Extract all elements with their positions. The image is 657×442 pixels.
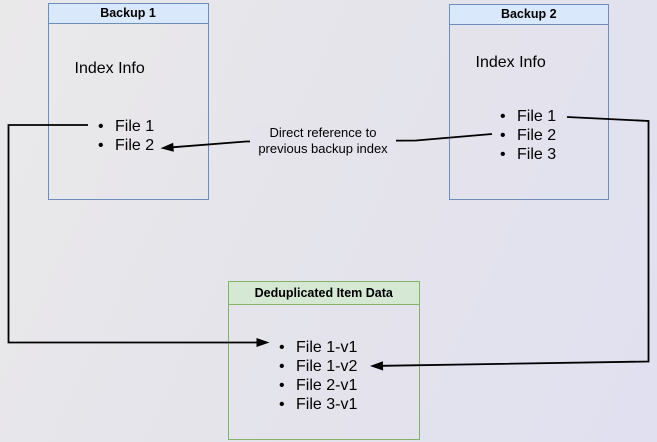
backup1-index-info-label: Index Info: [74, 59, 145, 77]
file-item: File 3: [500, 145, 556, 164]
backup1-header: Backup 1: [48, 3, 208, 24]
edge-label-line2: previous backup index: [258, 141, 388, 156]
edge-label-line1: Direct reference to: [269, 125, 377, 140]
deduplicated-item-data-box: Deduplicated Item Data File 1-v1 File 1-…: [228, 280, 420, 440]
file-item: File 3-v1: [279, 395, 357, 414]
file-item: File 1: [98, 117, 154, 136]
file-item: File 2-v1: [279, 376, 357, 395]
backup1-box: Backup 1 Index Info File 1 File 2: [47, 2, 209, 200]
file-item: File 1-v1: [279, 338, 357, 357]
backup2-index-info-label: Index Info: [475, 53, 546, 71]
backup2-file-list: File 1 File 2 File 3: [500, 107, 556, 164]
file-item: File 1-v2: [279, 357, 357, 376]
direct-reference-edge-label: Direct reference to previous backup inde…: [250, 125, 396, 157]
dedup-file-list: File 1-v1 File 1-v2 File 2-v1 File 3-v1: [279, 338, 357, 414]
backup2-box: Backup 2 Index Info File 1 File 2 File 3: [448, 3, 609, 200]
backup1-file-list: File 1 File 2: [98, 117, 154, 155]
file-item: File 1: [500, 107, 556, 126]
backup2-header: Backup 2: [449, 4, 608, 25]
file-item: File 2: [500, 126, 556, 145]
dedup-header: Deduplicated Item Data: [229, 281, 419, 305]
file-item: File 2: [98, 136, 154, 155]
